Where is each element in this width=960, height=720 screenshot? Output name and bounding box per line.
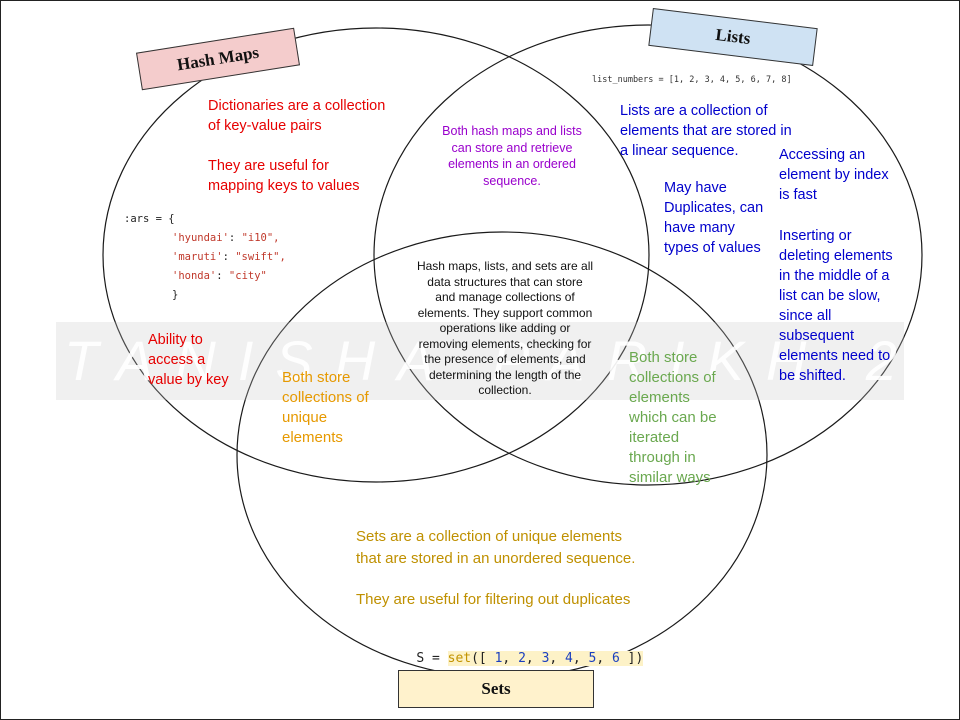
lists-index-access: Accessing an element by index is fast [779,147,889,203]
hash-sets-overlap: Both store collections of unique element… [282,369,369,446]
lists-circle [373,24,923,486]
sets-use: They are useful for filtering out duplic… [356,591,631,608]
code-line: 'honda': "city" [172,270,267,282]
code-line: } [172,289,179,301]
lists-insert-delete: Inserting or deleting elements in the mi… [779,228,893,384]
sets-label: Sets [398,670,594,708]
lists-definition: Lists are a collection of elements that … [620,103,792,159]
lists-sets-overlap: Both store collections of elements which… [629,349,717,486]
hash-maps-use: They are useful for mapping keys to valu… [208,158,360,194]
hash-lists-overlap: Both hash maps and lists can store and r… [442,124,582,188]
watermark: TANISHA PARIKH 2023 APCSP [56,322,904,400]
hash-maps-circle [102,27,650,483]
sets-code: S = set([ 1, 2, 3, 4, 5, 6 ]) [416,651,644,666]
all-overlap: Hash maps, lists, and sets are all data … [416,259,594,397]
lists-duplicates: May have Duplicates, can have many types… [664,180,764,256]
hash-maps-access: Ability to access a value by key [148,332,229,388]
hash-maps-code: :ars = { 'hyundai': "i10", 'maruti': "sw… [124,210,286,305]
code-line: 'hyundai': "i10", [172,232,280,244]
hash-maps-definition: Dictionaries are a collection of key-val… [208,98,386,134]
lists-code: list_numbers = [1, 2, 3, 4, 5, 6, 7, 8] [592,75,792,85]
sets-definition: Sets are a collection of unique elements… [356,528,636,567]
code-line: 'maruti': "swift", [172,251,286,263]
code-line: :ars = { [124,213,175,225]
